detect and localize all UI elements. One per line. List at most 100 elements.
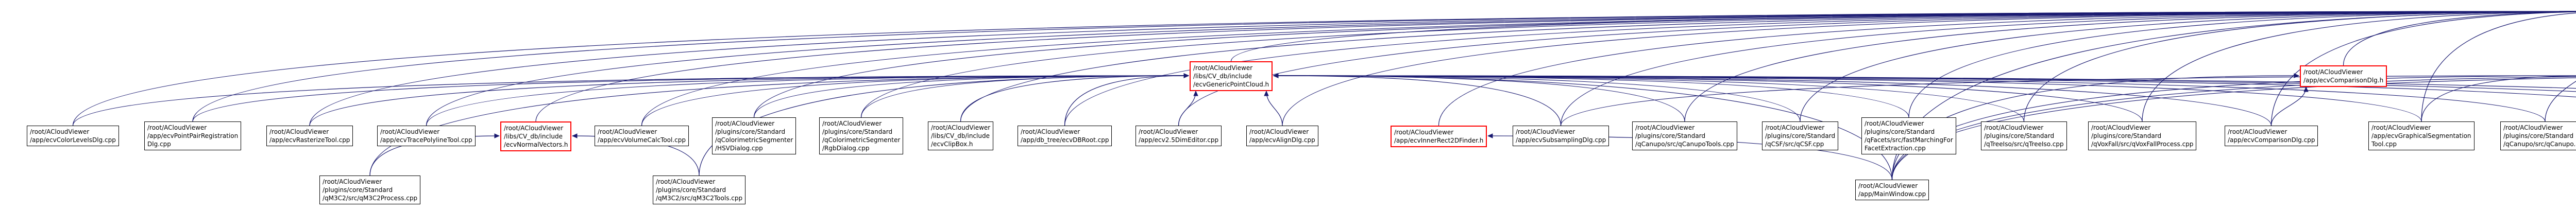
node-label-line: /root/ACloudViewer (1858, 182, 1918, 189)
node-label-line: /qCSF/src/qCSF.cpp (1765, 141, 1824, 148)
include-edge-clipbox-to-gpc (960, 73, 1190, 122)
include-edge-tracepoly-to-gpc (426, 73, 1190, 126)
node-label-line: /root/ACloudViewer (147, 124, 207, 131)
graph-node-HSVDialog-cpp[interactable]: /root/ACloudViewer/plugins/core/Standard… (712, 117, 796, 154)
node-label-line: /root/ACloudViewer (931, 124, 991, 131)
node-label-line: /root/ACloudViewer (2503, 124, 2563, 131)
graph-node-ecvComparisonDlg-cpp[interactable]: /root/ACloudViewer/app/ecvComparisonDlg.… (2225, 126, 2318, 146)
graph-node-ecv2-5DimEditor-cpp[interactable]: /root/ACloudViewer/app/ecv2.5DimEditor.c… (1136, 126, 1222, 146)
node-label-line: /HSVDialog.cpp (715, 145, 763, 152)
include-edge-volumecalc-to-root (641, 11, 2576, 126)
node-label-line: /qM3C2/src/qM3C2Tools.cpp (656, 195, 743, 202)
graph-node-ecvColorLevelsDlg-cpp[interactable]: /root/ACloudViewer/app/ecvColorLevelsDlg… (27, 126, 119, 146)
node-label-line: /root/ACloudViewer (598, 128, 657, 135)
graph-node-qTreeIso-cpp[interactable]: /root/ACloudViewer/plugins/core/Standard… (1981, 121, 2067, 150)
node-label-line: /root/ACloudViewer (2371, 124, 2431, 131)
include-edge-pointpair-to-gpc (192, 73, 1190, 122)
graph-node-ecvGraphicalSegmentationTool-cpp[interactable]: /root/ACloudViewer/app/ecvGraphicalSegme… (2368, 121, 2475, 150)
node-label-line: /app/ecvTracePolylineTool.cpp (380, 136, 472, 144)
include-edge-subsampling-to-root (1560, 11, 2576, 126)
graph-node-qM3C2Tools-cpp[interactable]: /root/ACloudViewer/plugins/core/Standard… (653, 176, 746, 204)
graph-node-ecvInnerRect2DFinder-h[interactable]: /root/ACloudViewer/app/ecvInnerRect2DFin… (1391, 126, 1487, 147)
include-edge-innerrect-to-root (1438, 11, 2576, 126)
include-edge-mainwindow-to-root (1891, 11, 2576, 180)
node-label-line: /app/ecvPointPairRegistration (147, 132, 239, 139)
graph-node-ecvDBRoot-cpp[interactable]: /root/ACloudViewer/app/db_tree/ecvDBRoot… (1018, 126, 1112, 146)
node-label-line: /libs/CV_db/include (1193, 73, 1252, 80)
node-label-line: /libs/CV_db/include (931, 132, 990, 139)
graph-node-ecvComparisonDlg-h[interactable]: /root/ACloudViewer/app/ecvComparisonDlg.… (2300, 65, 2387, 87)
include-edge-normalvectors-to-root (535, 11, 2576, 122)
graph-node-ecvNormalVectors-h[interactable]: /root/ACloudViewer/libs/CV_db/include/ec… (500, 121, 572, 151)
node-label-line: /app/MainWindow.cpp (1858, 190, 1926, 198)
include-edge-voxfall-to-gpc (1273, 73, 2143, 122)
graph-node-ecvTracePolylineTool-cpp[interactable]: /root/ACloudViewer/app/ecvTracePolylineT… (377, 126, 476, 146)
include-edge-canupotools-to-root (1684, 11, 2576, 122)
node-label-line: /plugins/core/Standard (1984, 132, 2055, 139)
graph-node-qCanupo-cpp[interactable]: /root/ACloudViewer/plugins/core/Standard… (2500, 121, 2576, 150)
node-label-line: /qColorimetricSegmenter (715, 136, 793, 144)
node-label-line: Dlg.cpp (147, 141, 171, 148)
include-edge-pointpair-to-root (192, 11, 2576, 122)
graph-node-ecvClipBox-h[interactable]: /root/ACloudViewer/libs/CV_db/include/ec… (928, 121, 994, 150)
node-label-line: /app/ecvVolumeCalcTool.cpp (598, 136, 686, 144)
node-label-line: /qTreeIso/src/qTreeIso.cpp (1984, 141, 2064, 148)
graph-node-qCSF-cpp[interactable]: /root/ACloudViewer/plugins/core/Standard… (1762, 121, 1839, 150)
graph-node-fastMarchingForFacetExtraction-cpp[interactable]: /root/ACloudViewer/plugins/core/Standard… (1861, 117, 1956, 154)
include-edge-tracepoly-to-root (426, 11, 2576, 126)
graph-node-qVoxFallProcess-cpp[interactable]: /root/ACloudViewer/plugins/core/Standard… (2088, 121, 2197, 150)
node-label-line: /qVoxFall/src/qVoxFallProcess.cpp (2091, 141, 2194, 148)
graph-node-ecvSubsamplingDlg-cpp[interactable]: /root/ACloudViewer/app/ecvSubsamplingDlg… (1513, 126, 1609, 146)
graph-node-ecvAlignDlg-cpp[interactable]: /root/ACloudViewer/app/ecvAlignDlg.cpp (1246, 126, 1318, 146)
include-edge-dbroot-to-root (1064, 11, 2576, 126)
include-edge-rgb-to-gpc (860, 73, 1190, 118)
node-label-line: /root/ACloudViewer (2228, 128, 2287, 135)
include-edge-comparisoncpp-to-gpc (1273, 73, 2272, 126)
node-label-line: /RgbDialog.cpp (822, 145, 870, 152)
include-edge-qcsf-to-gpc (1273, 73, 1801, 122)
include-edge-canupotools-to-gpc (1273, 73, 1685, 122)
node-label-line: /root/ACloudViewer (1516, 128, 1575, 135)
graph-node-ecvGenericPointCloud-h[interactable]: /root/ACloudViewer/libs/CV_db/include/ec… (1190, 61, 1273, 91)
node-label-line: /app/ecvColorLevelsDlg.cpp (30, 136, 116, 144)
graph-node-RgbDialog-cpp[interactable]: /root/ACloudViewer/plugins/core/Standard… (819, 117, 904, 154)
node-label-line: /plugins/core/Standard (2091, 132, 2162, 139)
include-edge-dimeditor-to-root (1178, 11, 2576, 126)
include-edge-subsampling-to-gpc (1273, 73, 1562, 126)
include-edge-hsv-to-root (753, 11, 2576, 118)
graph-node-ecvRasterizeTool-cpp[interactable]: /root/ACloudViewer/app/ecvRasterizeTool.… (266, 126, 353, 146)
node-label-line: /plugins/core/Standard (1635, 132, 1706, 139)
node-label-line: /plugins/core/Standard (715, 128, 786, 135)
include-edge-qcanupo-to-root (2545, 81, 2576, 122)
graph-node-ecvPointPairRegistrationDlg-cpp[interactable]: /root/ACloudViewer/app/ecvPointPairRegis… (144, 121, 242, 150)
graph-node-MainWindow-cpp[interactable]: /root/ACloudViewer/app/MainWindow.cpp (1855, 180, 1929, 200)
include-edge-colorlevels-to-root (72, 11, 2576, 126)
node-label-line: /app/ecv2.5DimEditor.cpp (1139, 136, 1219, 144)
node-label-line: /app/ecvComparisonDlg.cpp (2228, 136, 2315, 144)
include-edge-hsv-to-gpc (753, 73, 1190, 118)
node-label-line: /root/ACloudViewer (2303, 68, 2363, 76)
include-edge-comparisoncpp-to-cmph (2270, 86, 2309, 126)
node-label-line: /root/ACloudViewer (1139, 128, 1198, 135)
node-label-line: /root/ACloudViewer (715, 120, 775, 127)
graph-node-qCanupoTools-cpp[interactable]: /root/ACloudViewer/plugins/core/Standard… (1632, 121, 1737, 150)
include-edge-rasterize-to-root (309, 11, 2576, 126)
node-label-line: /plugins/core/Standard (656, 186, 726, 194)
node-label-line: /root/ACloudViewer (1865, 120, 1924, 127)
node-label-line: /plugins/core/Standard (822, 128, 893, 135)
graph-node-qM3C2Process-cpp[interactable]: /root/ACloudViewer/plugins/core/Standard… (319, 176, 421, 204)
node-label-line: /app/ecvComparisonDlg.h (2303, 77, 2384, 84)
node-label-line: /app/ecvRasterizeTool.cpp (269, 136, 350, 144)
node-label-line: /root/ACloudViewer (1984, 124, 2044, 131)
node-label-line: /app/ecvInnerRect2DFinder.h (1394, 137, 1484, 144)
include-edge-m3c2tools-to-gpc (699, 73, 1190, 176)
node-label-line: /root/ACloudViewer (1021, 128, 1080, 135)
include-edge-aligndlg-to-gpc (1264, 90, 1283, 126)
node-label-line: /root/ACloudViewer (1765, 124, 1825, 131)
node-label-line: /qCanupo/src/qCanupoTools.cpp (1635, 141, 1734, 148)
include-edge-colorlevels-to-gpc (72, 73, 1190, 126)
node-label-line: /root/ACloudViewer (1635, 124, 1695, 131)
graph-node-ecvVolumeCalcTool-cpp[interactable]: /root/ACloudViewer/app/ecvVolumeCalcTool… (595, 126, 689, 146)
node-label-line: Tool.cpp (2371, 141, 2397, 148)
